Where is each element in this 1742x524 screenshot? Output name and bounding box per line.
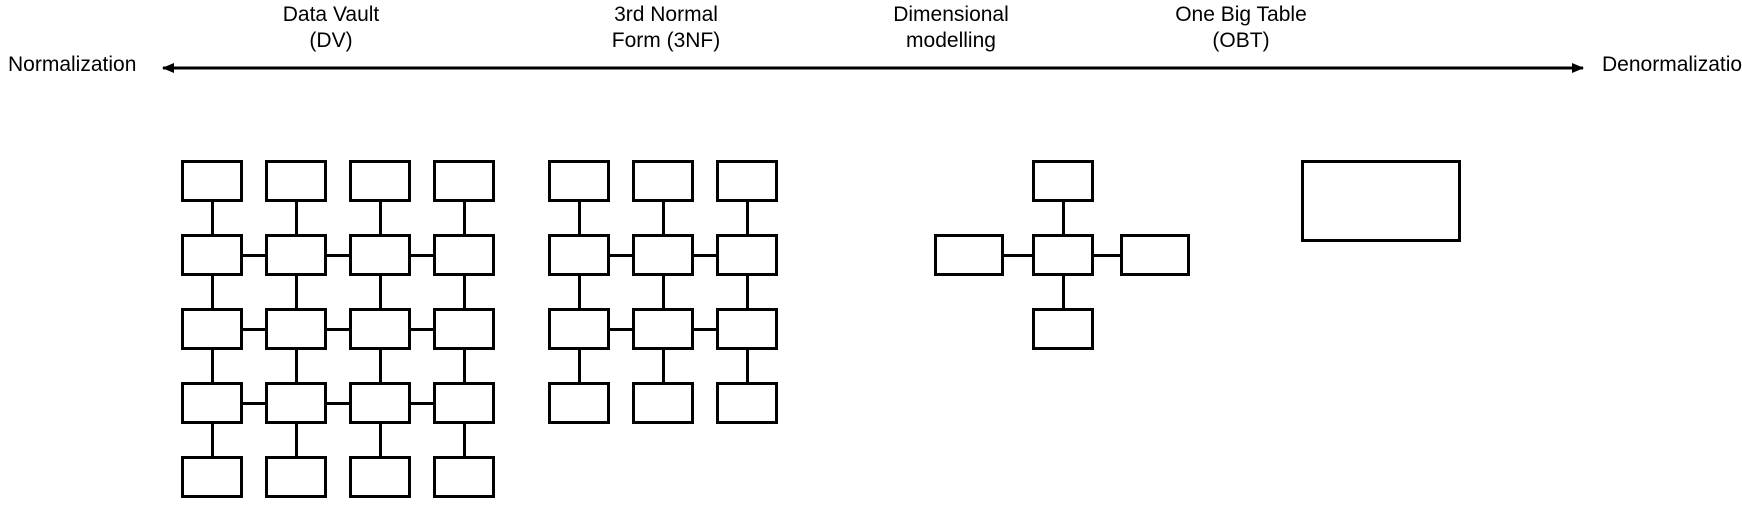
- table-node: [632, 160, 694, 202]
- dimension-table-node: [1032, 160, 1094, 202]
- connector-horizontal: [411, 327, 433, 331]
- connector-horizontal: [610, 253, 632, 257]
- connector-vertical: [1061, 202, 1065, 234]
- table-node: [181, 160, 243, 202]
- connector-horizontal: [327, 327, 349, 331]
- table-node: [548, 382, 610, 424]
- table-node: [265, 382, 327, 424]
- dimension-table-node: [934, 234, 1004, 276]
- dimension-table-node: [1032, 308, 1094, 350]
- table-node: [181, 234, 243, 276]
- connector-horizontal: [1004, 253, 1032, 257]
- table-node: [265, 160, 327, 202]
- stage-label-third-normal-form: 3rd Normal Form (3NF): [611, 3, 721, 52]
- connector-vertical: [577, 202, 581, 234]
- connector-horizontal: [411, 401, 433, 405]
- table-node: [548, 308, 610, 350]
- table-node: [265, 308, 327, 350]
- one-big-table-node: [1301, 160, 1461, 242]
- connector-vertical: [378, 276, 382, 308]
- connector-vertical: [745, 276, 749, 308]
- table-node: [349, 456, 411, 498]
- axis-label-denormalization: Denormalization: [1602, 53, 1742, 76]
- axis-label-normalization: Normalization: [8, 53, 137, 76]
- connector-vertical: [294, 202, 298, 234]
- connector-horizontal: [1094, 253, 1120, 257]
- connector-vertical: [462, 424, 466, 456]
- table-node: [433, 160, 495, 202]
- connector-vertical: [210, 350, 214, 382]
- connector-horizontal: [610, 327, 632, 331]
- connector-horizontal: [694, 327, 716, 331]
- connector-horizontal: [694, 253, 716, 257]
- dimension-table-node: [1120, 234, 1190, 276]
- connector-vertical: [462, 276, 466, 308]
- connector-horizontal: [327, 253, 349, 257]
- connector-horizontal: [243, 327, 265, 331]
- table-node: [349, 308, 411, 350]
- table-node: [349, 382, 411, 424]
- connector-vertical: [210, 276, 214, 308]
- connector-vertical: [294, 350, 298, 382]
- table-node: [181, 456, 243, 498]
- connector-vertical: [378, 424, 382, 456]
- connector-vertical: [1061, 276, 1065, 308]
- table-node: [716, 234, 778, 276]
- table-node: [433, 382, 495, 424]
- table-node: [265, 456, 327, 498]
- table-node: [181, 382, 243, 424]
- table-node: [716, 382, 778, 424]
- connector-vertical: [378, 350, 382, 382]
- connector-horizontal: [243, 401, 265, 405]
- connector-vertical: [577, 350, 581, 382]
- connector-vertical: [462, 202, 466, 234]
- table-node: [349, 160, 411, 202]
- table-node: [181, 308, 243, 350]
- connector-horizontal: [411, 253, 433, 257]
- table-node: [433, 456, 495, 498]
- connector-vertical: [294, 424, 298, 456]
- table-node: [716, 308, 778, 350]
- table-node: [632, 382, 694, 424]
- table-node: [716, 160, 778, 202]
- connector-vertical: [210, 424, 214, 456]
- table-node: [433, 234, 495, 276]
- table-node: [632, 234, 694, 276]
- stage-label-data-vault: Data Vault (DV): [282, 3, 380, 52]
- connector-vertical: [294, 276, 298, 308]
- table-node: [433, 308, 495, 350]
- fact-table-node: [1032, 234, 1094, 276]
- connector-vertical: [462, 350, 466, 382]
- table-node: [632, 308, 694, 350]
- stage-label-dimensional-modelling: Dimensional modelling: [893, 3, 1009, 52]
- connector-vertical: [661, 276, 665, 308]
- connector-vertical: [661, 202, 665, 234]
- connector-horizontal: [327, 401, 349, 405]
- connector-vertical: [661, 350, 665, 382]
- connector-vertical: [745, 350, 749, 382]
- table-node: [548, 160, 610, 202]
- table-node: [265, 234, 327, 276]
- table-node: [548, 234, 610, 276]
- connector-horizontal: [243, 253, 265, 257]
- stage-label-one-big-table: One Big Table (OBT): [1175, 3, 1307, 52]
- connector-vertical: [745, 202, 749, 234]
- table-node: [349, 234, 411, 276]
- connector-vertical: [378, 202, 382, 234]
- connector-vertical: [210, 202, 214, 234]
- connector-vertical: [577, 276, 581, 308]
